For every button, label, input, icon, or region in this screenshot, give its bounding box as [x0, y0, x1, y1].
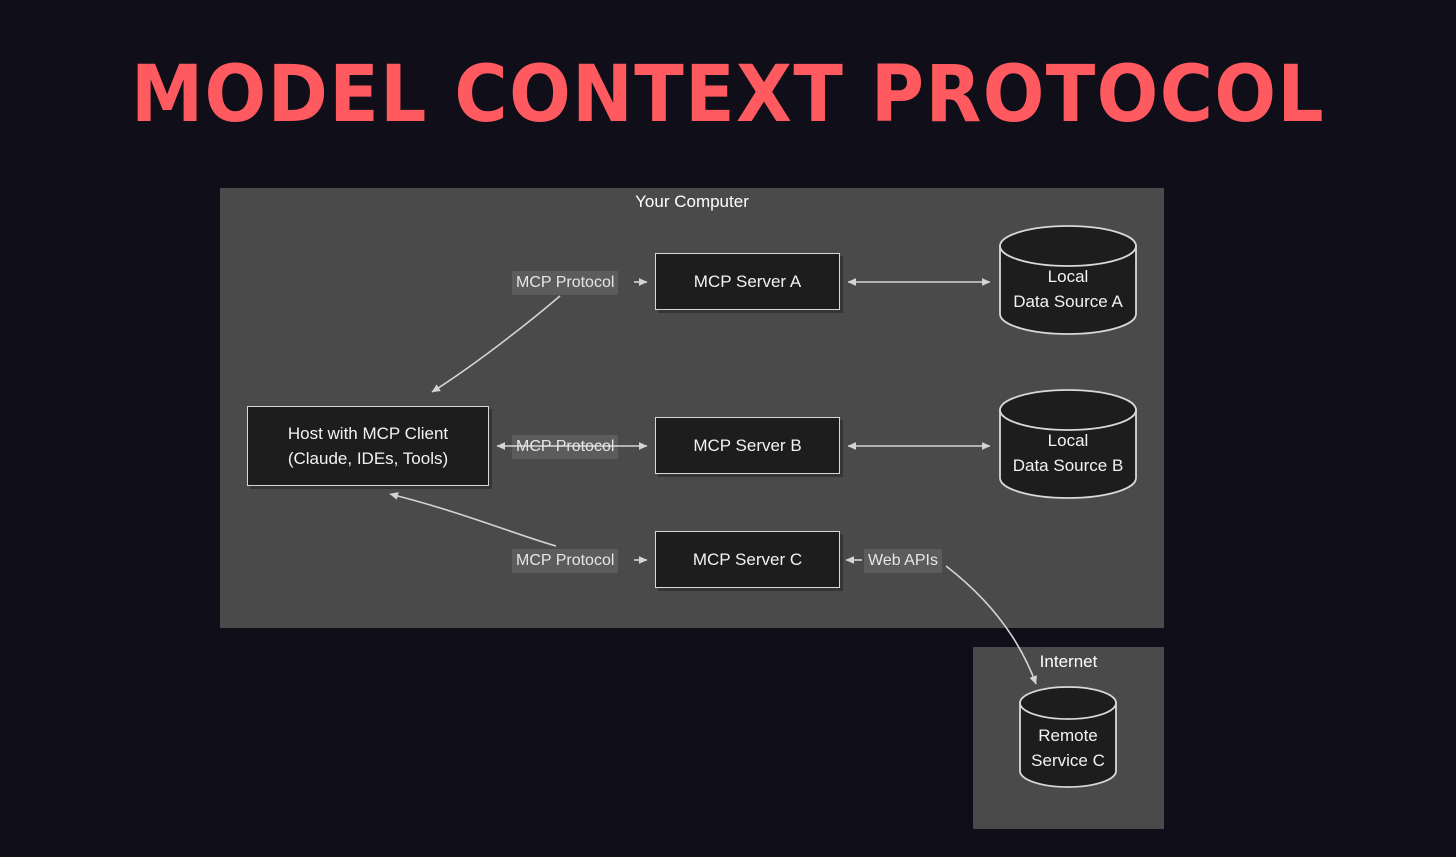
node-mcp-server-b-label: MCP Server B: [693, 436, 802, 455]
node-host-with-mcp-client[interactable]: Host with MCP Client (Claude, IDEs, Tool…: [247, 406, 489, 486]
node-remote-service-c[interactable]: Remote Service C: [1018, 685, 1118, 789]
node-mcp-server-c[interactable]: MCP Server C: [655, 531, 840, 588]
panel-your-computer-label: Your Computer: [635, 192, 749, 211]
node-host-line-2: (Claude, IDEs, Tools): [287, 449, 449, 468]
node-local-data-source-a[interactable]: Local Data Source A: [998, 224, 1138, 336]
node-host-line-1: Host with MCP Client: [287, 424, 449, 443]
node-mcp-server-a-label: MCP Server A: [693, 272, 802, 291]
node-mcp-server-c-label: MCP Server C: [692, 550, 803, 569]
edge-label-mcp-protocol-c: MCP Protocol: [512, 549, 619, 573]
edge-label-mcp-protocol-a: MCP Protocol: [512, 271, 619, 295]
edge-label-mcp-protocol-b: MCP Protocol: [512, 435, 619, 459]
database-cylinder-icon: [999, 225, 1137, 335]
database-cylinder-icon: [999, 389, 1137, 499]
page-title: Model Context Protocol: [130, 50, 1326, 140]
panel-internet-label: Internet: [1039, 652, 1098, 671]
database-cylinder-icon: [1019, 686, 1117, 788]
node-mcp-server-b[interactable]: MCP Server B: [655, 417, 840, 474]
edge-label-web-apis: Web APIs: [864, 549, 942, 573]
node-mcp-server-a[interactable]: MCP Server A: [655, 253, 840, 310]
node-local-data-source-b[interactable]: Local Data Source B: [998, 388, 1138, 500]
